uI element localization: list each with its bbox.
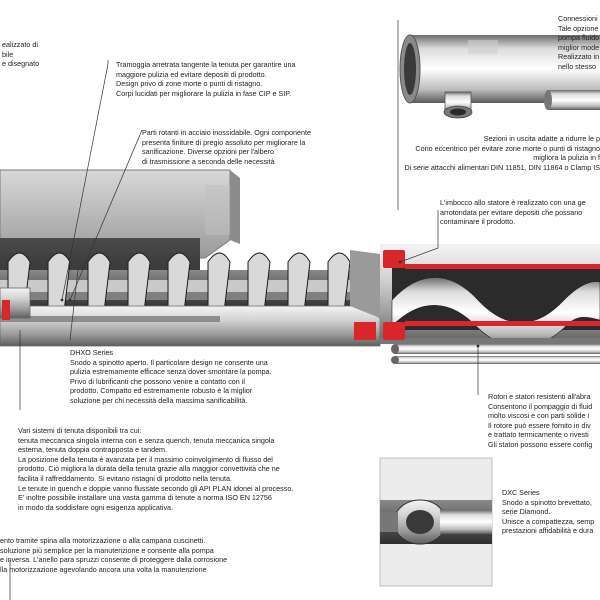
label-line: prestazioni affidabilità e dura — [502, 526, 594, 536]
dxc-title: DXC Series — [502, 488, 540, 497]
label-line: Privo di lubrificanti che possono venire… — [70, 376, 245, 386]
label-line: soluzione per chi necessità della massim… — [70, 395, 248, 405]
label-line: esterna, tenuta doppia contrapposta e ta… — [18, 445, 168, 455]
label-line: L'imbocco allo statore è realizzato con … — [440, 198, 586, 207]
label-rotori: Rotori e statori resistenti all'abra Con… — [488, 392, 592, 450]
label-connessioni: Connessioni Tale opzione pompa fluido mi… — [558, 14, 599, 72]
red-seal-accents — [383, 250, 600, 340]
label-line: Cono eccentrico per evitare zone morte o… — [415, 143, 600, 153]
label-tramoggia: Tramoggia arretrata tangente la tenuta p… — [116, 60, 296, 98]
label-line: pulizia estremamente efficace senza dove… — [70, 367, 272, 377]
label-line: Il rotore può essere fornito in div — [488, 420, 591, 430]
label-line: Parti rotanti in acciaio inossidabile. O… — [142, 128, 312, 137]
label-top-left: ealizzato di bile e disegnato — [2, 40, 39, 69]
label-line: Unisce a compattezza, semp — [502, 516, 595, 526]
label-line: nello stesso — [558, 61, 596, 71]
label-line: serie Diamond. — [502, 507, 551, 517]
label-line: Connessioni — [558, 14, 598, 23]
label-line: ealizzato di — [2, 40, 38, 49]
label-line: La posizione della tenuta è avanzata per… — [18, 454, 273, 464]
label-tenuta: Vari sistemi di tenuta disponibili tra c… — [18, 426, 293, 512]
tie-rods — [391, 344, 600, 364]
label-line: lla motorizzazione agevolando ancora una… — [0, 564, 207, 574]
label-line: contaminare il prodotto. — [440, 217, 516, 227]
label-line: ento tramite spina alla motorizzazione o… — [0, 536, 206, 545]
stator-section — [380, 244, 600, 348]
label-line: sanificazione. Diverse opzioni per l'alb… — [142, 147, 275, 157]
label-line: e disegnato — [2, 59, 40, 69]
label-line: miglior mode — [558, 42, 600, 52]
label-line: Consentono il pompaggio di fluid — [488, 401, 593, 411]
label-line: pompa fluido — [558, 33, 600, 43]
label-dhxo: DHXO Series Snodo a spinotto aperto. Il … — [70, 348, 272, 406]
label-line: Sezioni in uscita adatte a ridurre le p — [483, 134, 600, 143]
label-parti-rotanti: Parti rotanti in acciaio inossidabile. O… — [142, 128, 311, 166]
label-line: maggiore pulizia ed evitare depositi di … — [116, 69, 267, 79]
label-line: Vari sistemi di tenuta disponibili tra c… — [18, 426, 142, 435]
label-line: prodotto. Ciò migliora la durata della t… — [18, 464, 280, 474]
outlet-red-marker — [354, 322, 376, 340]
connection-pipe-detail — [399, 34, 600, 119]
label-line: soluzione più semplice per la manutenzio… — [0, 545, 214, 555]
label-line: bile — [2, 49, 14, 59]
label-line: Realizzato in — [558, 52, 600, 62]
leader-dots — [60, 260, 480, 348]
label-line: e trattato termicamente o rivesti — [488, 430, 589, 440]
label-dxc: DXC Series Snodo a spinotto brevettato, … — [502, 488, 594, 536]
label-line: in modo da soddisfare ogni esigenza appl… — [18, 502, 174, 512]
label-imbocco: L'imbocco allo statore è realizzato con … — [440, 198, 586, 227]
label-line: Rotori e statori resistenti all'abra — [488, 392, 591, 401]
dxc-joint-detail — [379, 457, 493, 587]
label-line: Snodo a spinotto aperto. Il particolare … — [70, 357, 268, 367]
label-line: prodotto. Compatto ed estremamente robus… — [70, 386, 253, 396]
label-line: e inversa. L'anello para spruzzi consent… — [0, 555, 228, 565]
label-line: Design privo di zone morte o punti di ri… — [116, 79, 263, 89]
label-line: Tale opzione — [558, 23, 599, 33]
label-line: migliora la pulizia in f — [533, 153, 600, 163]
label-line: Le tenute in quench e doppie vanno fluss… — [18, 483, 294, 493]
label-line: facilita il raffreddamento. Si evitano r… — [18, 473, 233, 483]
label-sezioni: Sezioni in uscita adatte a ridurre le p … — [382, 134, 600, 172]
label-motore: ento tramite spina alla motorizzazione o… — [0, 536, 227, 574]
seal-housing — [0, 287, 31, 320]
label-line: E' inoltre possibile installare una vast… — [18, 493, 272, 503]
dhxo-title: DHXO Series — [70, 348, 114, 357]
leader-lines — [9, 20, 479, 600]
label-line: di trasmissione a seconda delle necessit… — [142, 156, 275, 166]
label-line: Corpi lucidati per migliorare la pulizia… — [116, 88, 292, 98]
label-line: arrotondata per evitare depositi che pos… — [440, 207, 583, 217]
label-line: presenta finiture di pregio assoluto per… — [142, 137, 306, 147]
label-line: Tramoggia arretrata tangente la tenuta p… — [116, 60, 296, 69]
label-line: Gli statori possono essere config — [488, 439, 593, 449]
label-line: Snodo a spinotto brevettato, — [502, 497, 592, 507]
label-line: molto viscosi e con parti solide i — [488, 411, 590, 421]
label-line: tenuta meccanica singola interna con e s… — [18, 435, 275, 445]
label-line: Di serie attacchi alimentari DIN 11851, … — [404, 162, 600, 172]
